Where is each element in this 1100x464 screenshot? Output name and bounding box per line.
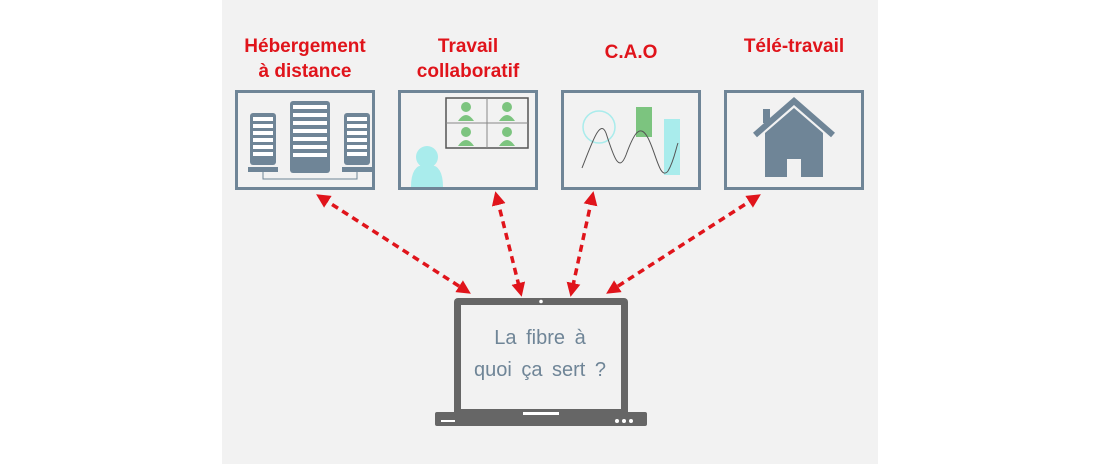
central-question: La fibre à quoi ça sert ? xyxy=(458,322,622,386)
label-hebergement: Hébergement à distance xyxy=(225,34,385,84)
box-hebergement xyxy=(235,90,375,190)
box-teletravail xyxy=(724,90,864,190)
label-line: à distance xyxy=(258,61,352,82)
question-line: quoi ça sert ? xyxy=(473,359,607,381)
cad-drawing-icon xyxy=(581,107,680,175)
server-rack-icon xyxy=(248,101,372,180)
arrow-teletravail xyxy=(606,194,761,294)
label-line: Télé-travail xyxy=(743,36,845,57)
label-cao: C.A.O xyxy=(551,40,711,65)
house-icon xyxy=(753,97,835,177)
label-teletravail: Télé-travail xyxy=(714,34,874,59)
box-travail-collaboratif xyxy=(398,90,538,190)
label-line: Hébergement xyxy=(244,36,366,57)
label-line: collaboratif xyxy=(416,61,520,82)
box-cao xyxy=(561,90,701,190)
laptop-icon xyxy=(435,298,647,426)
label-line: Travail xyxy=(437,36,499,57)
label-travail-collaboratif: Travail collaboratif xyxy=(388,34,548,84)
question-line: La fibre à xyxy=(494,327,586,349)
arrow-travail-collaboratif xyxy=(491,191,526,297)
arrow-cao xyxy=(566,191,598,297)
arrow-hebergement xyxy=(316,194,471,294)
label-line: C.A.O xyxy=(604,42,658,63)
video-conference-icon xyxy=(411,97,529,187)
